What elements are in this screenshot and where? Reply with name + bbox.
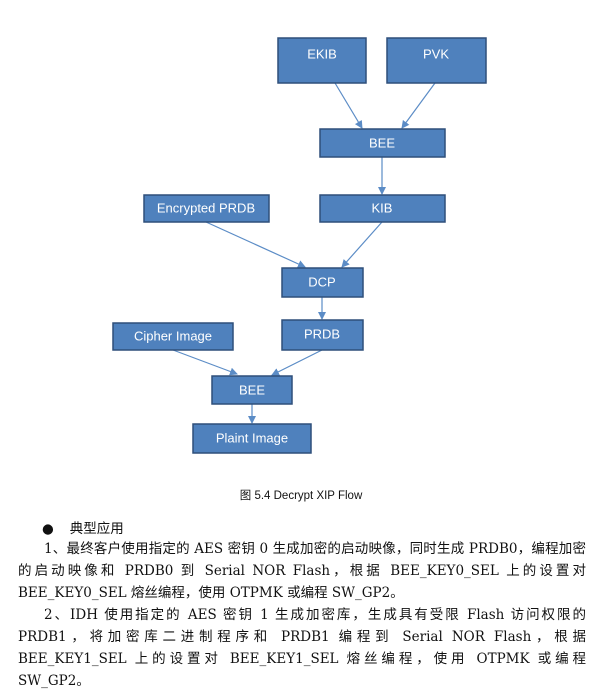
node-cipher-image-label: Cipher Image xyxy=(134,328,212,343)
node-bee-bottom-label: BEE xyxy=(239,382,265,397)
paragraph-1: 1、最终客户使用指定的 AES 密钥 0 生成加密的启动映像，同时生成 PRDB… xyxy=(18,541,586,601)
node-pvk: PVK xyxy=(386,37,487,84)
node-cipher-image: Cipher Image xyxy=(112,322,234,351)
arrow-pvk-to-bee xyxy=(401,82,436,129)
node-encrypted-prdb: Encrypted PRDB xyxy=(143,194,270,223)
node-encrypted-prdb-label: Encrypted PRDB xyxy=(157,200,255,215)
node-kib: KIB xyxy=(319,194,446,223)
node-dcp: DCP xyxy=(281,267,364,298)
figure-caption: 图 5.4 Decrypt XIP Flow xyxy=(239,490,363,502)
decrypt-xip-flow-diagram: EKIB PVK BEE Encrypted PRDB KIB DCP Ciph… xyxy=(112,37,487,454)
bullet-heading-text: 典型应用 xyxy=(69,521,124,537)
node-ekib: EKIB xyxy=(277,37,367,84)
node-bee-top-label: BEE xyxy=(369,135,395,150)
node-bee-top: BEE xyxy=(319,128,446,158)
node-bee-bottom: BEE xyxy=(211,375,293,405)
arrow-prdb-to-bee xyxy=(271,349,323,376)
node-prdb: PRDB xyxy=(281,319,364,351)
bullet-icon: ● xyxy=(42,521,54,537)
arrow-cipher-image-to-bee xyxy=(172,349,238,376)
node-ekib-label: EKIB xyxy=(307,46,337,61)
node-dcp-label: DCP xyxy=(308,274,335,289)
bullet-heading: ● 典型应用 xyxy=(42,517,124,537)
node-prdb-label: PRDB xyxy=(304,326,340,341)
arrow-ekib-to-bee xyxy=(334,82,363,129)
node-plaint-image-label: Plaint Image xyxy=(216,430,288,445)
arrow-encrypted-prdb-to-dcp xyxy=(205,221,306,268)
paragraph-2: 2、IDH 使用指定的 AES 密钥 1 生成加密库，生成具有受限 Flash … xyxy=(18,607,586,689)
node-kib-label: KIB xyxy=(372,200,393,215)
node-pvk-label: PVK xyxy=(423,46,449,61)
arrow-kib-to-dcp xyxy=(341,221,383,268)
node-plaint-image: Plaint Image xyxy=(192,423,312,454)
